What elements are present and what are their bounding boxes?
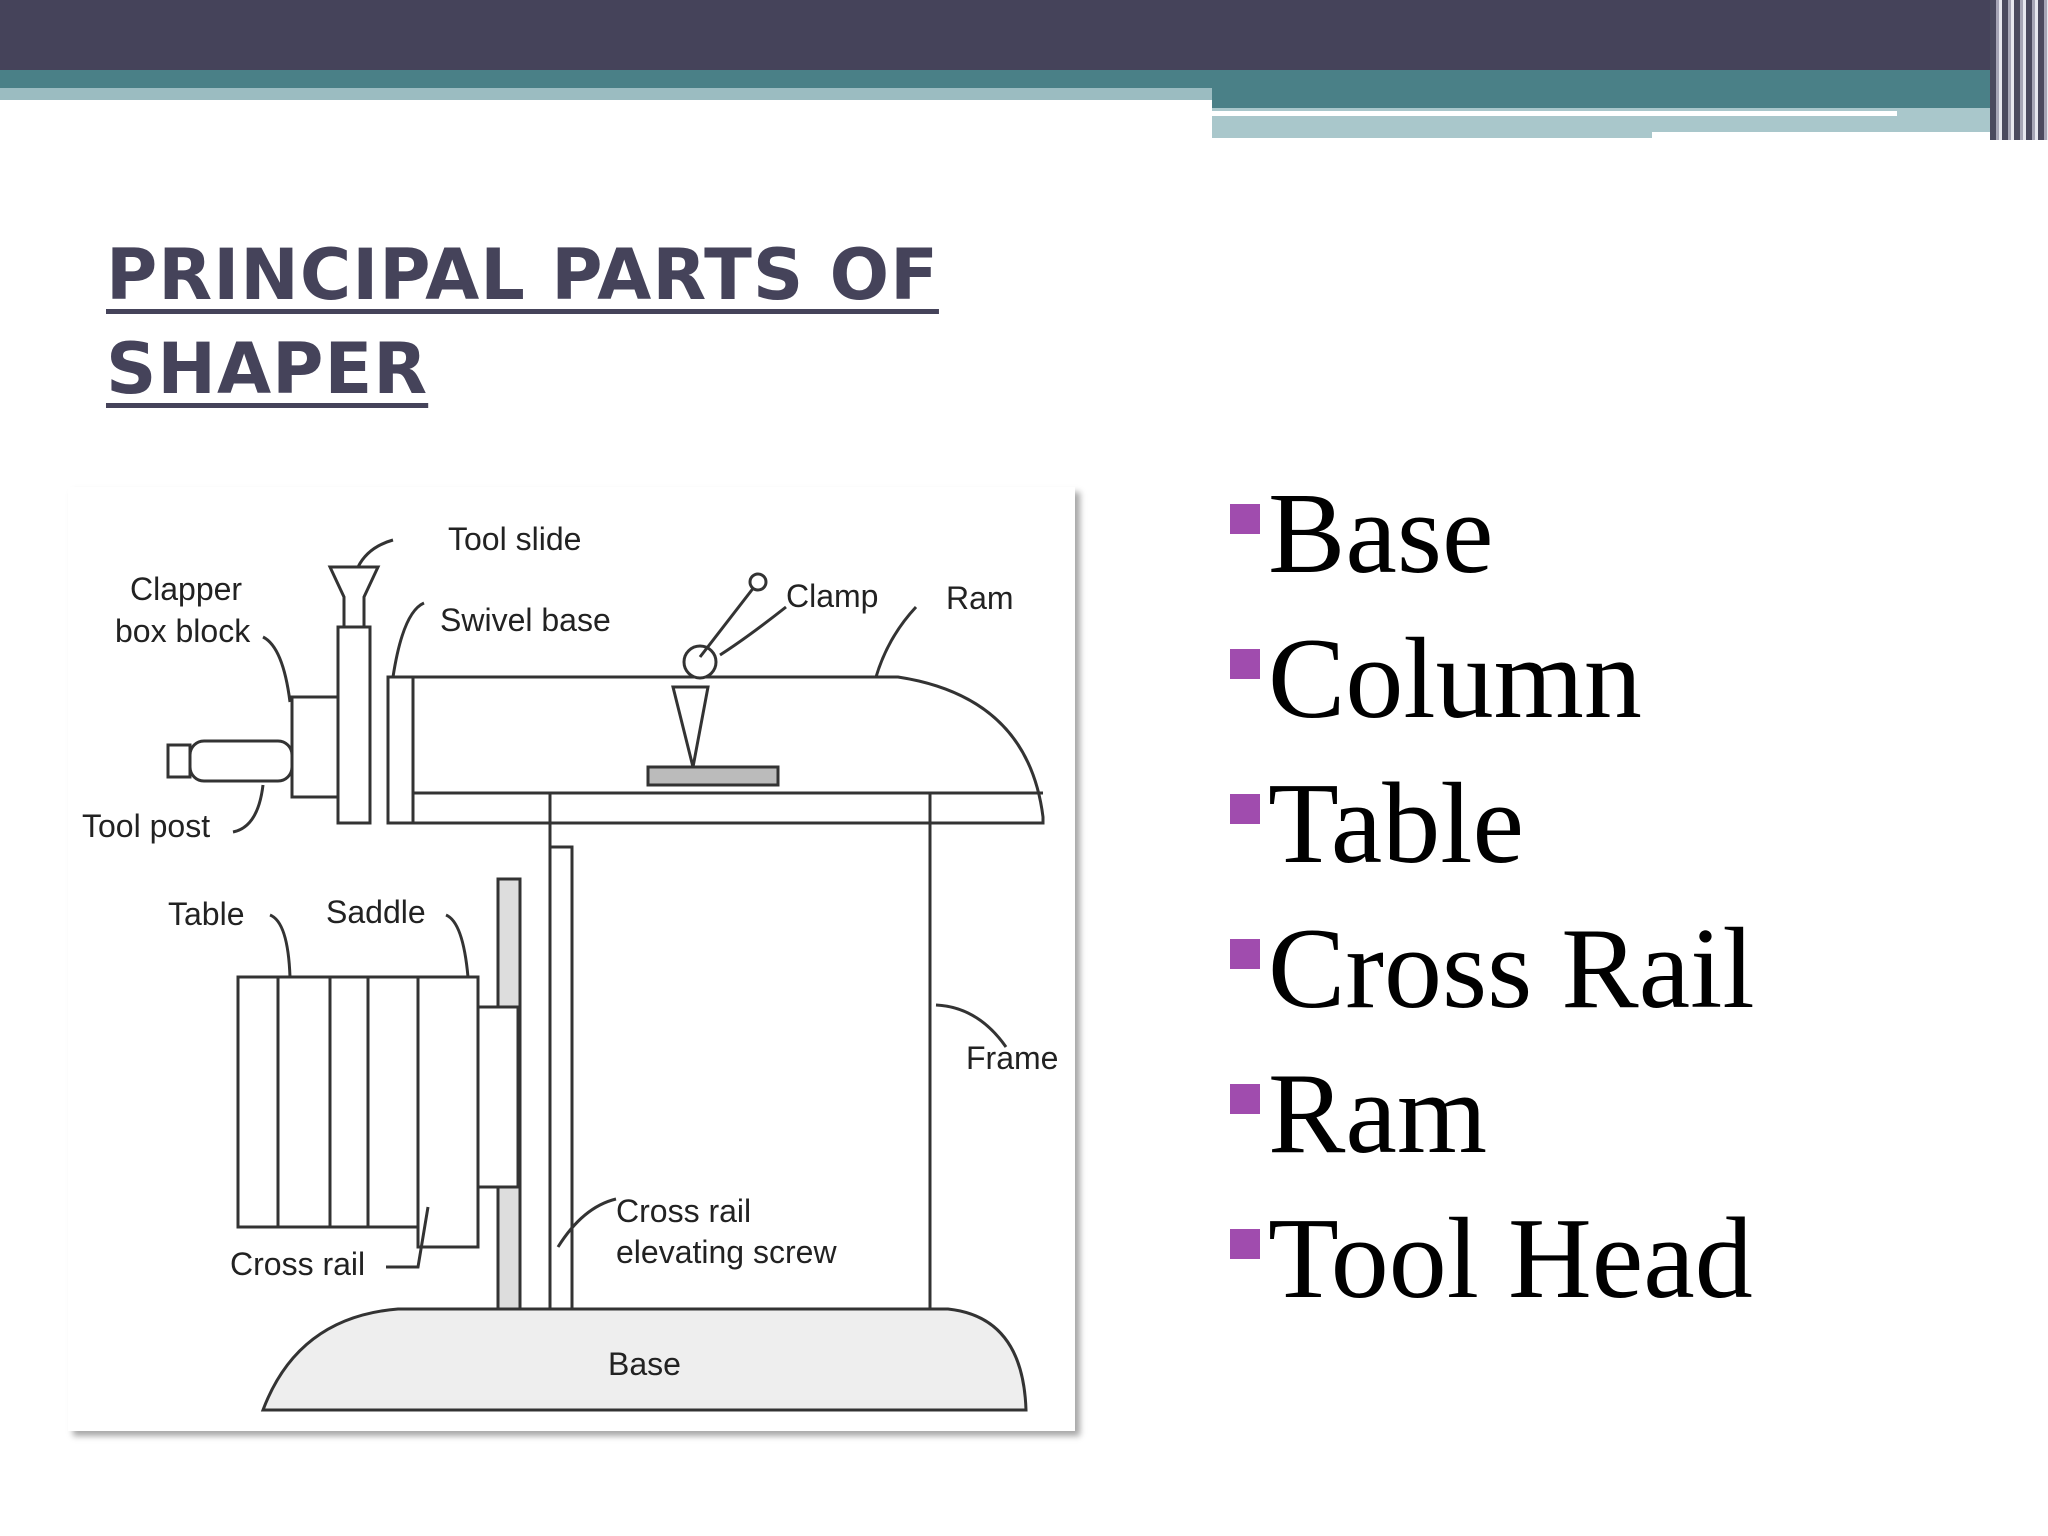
header-accent-stripe bbox=[0, 70, 1990, 88]
square-bullet-icon bbox=[1230, 793, 1260, 824]
list-item-label: Column bbox=[1268, 615, 1642, 743]
slide-title-line: SHAPER bbox=[106, 328, 429, 410]
list-item: Tool Head bbox=[1230, 1187, 1755, 1332]
label-cross-rail: Cross rail bbox=[230, 1246, 365, 1282]
list-item-label: Tool Head bbox=[1268, 1195, 1753, 1323]
list-item: Cross Rail bbox=[1230, 897, 1755, 1042]
label-table: Table bbox=[168, 896, 245, 932]
label-saddle: Saddle bbox=[326, 894, 426, 930]
parts-list: Base Column Table Cross Rail Ram Tool He… bbox=[1230, 462, 1755, 1332]
slide-title: PRINCIPAL PARTS OF SHAPER bbox=[106, 228, 1006, 416]
list-item: Ram bbox=[1230, 1042, 1755, 1187]
label-cross-rail-elevating-screw: Cross rail bbox=[616, 1193, 751, 1229]
list-item: Table bbox=[1230, 752, 1755, 897]
list-item-label: Cross Rail bbox=[1268, 905, 1755, 1033]
header-divider-line bbox=[1212, 111, 1897, 116]
list-item-label: Table bbox=[1268, 760, 1524, 888]
list-item-label: Base bbox=[1268, 470, 1494, 598]
square-bullet-icon bbox=[1230, 1083, 1260, 1114]
header-corner-pattern bbox=[1990, 0, 2048, 140]
label-clapper-box-block: box block bbox=[115, 613, 251, 649]
square-bullet-icon bbox=[1230, 503, 1260, 534]
label-swivel-base: Swivel base bbox=[440, 602, 611, 638]
label-base: Base bbox=[608, 1346, 681, 1382]
list-item: Column bbox=[1230, 607, 1755, 752]
header-bar bbox=[0, 0, 2048, 70]
square-bullet-icon bbox=[1230, 648, 1260, 679]
label-ram: Ram bbox=[946, 580, 1014, 616]
shaper-drawing: Tool slide Clapper box block Swivel base… bbox=[82, 521, 1058, 1412]
label-tool-slide: Tool slide bbox=[448, 521, 581, 557]
header-divider-line bbox=[1652, 132, 1990, 138]
label-frame: Frame bbox=[966, 1040, 1058, 1076]
slide-title-line: PRINCIPAL PARTS OF bbox=[106, 234, 939, 316]
label-tool-post: Tool post bbox=[82, 808, 210, 844]
header-accent-stripe-right bbox=[1212, 88, 1990, 108]
label-cross-rail-elevating-screw: elevating screw bbox=[616, 1234, 837, 1270]
square-bullet-icon bbox=[1230, 1228, 1260, 1259]
square-bullet-icon bbox=[1230, 938, 1260, 969]
header-accent-stripe-light bbox=[0, 88, 1212, 100]
label-clapper-box-block: Clapper bbox=[130, 571, 242, 607]
list-item-label: Ram bbox=[1268, 1050, 1488, 1178]
list-item: Base bbox=[1230, 462, 1755, 607]
label-clamp: Clamp bbox=[786, 578, 878, 614]
shaper-diagram: Tool slide Clapper box block Swivel base… bbox=[68, 487, 1075, 1431]
